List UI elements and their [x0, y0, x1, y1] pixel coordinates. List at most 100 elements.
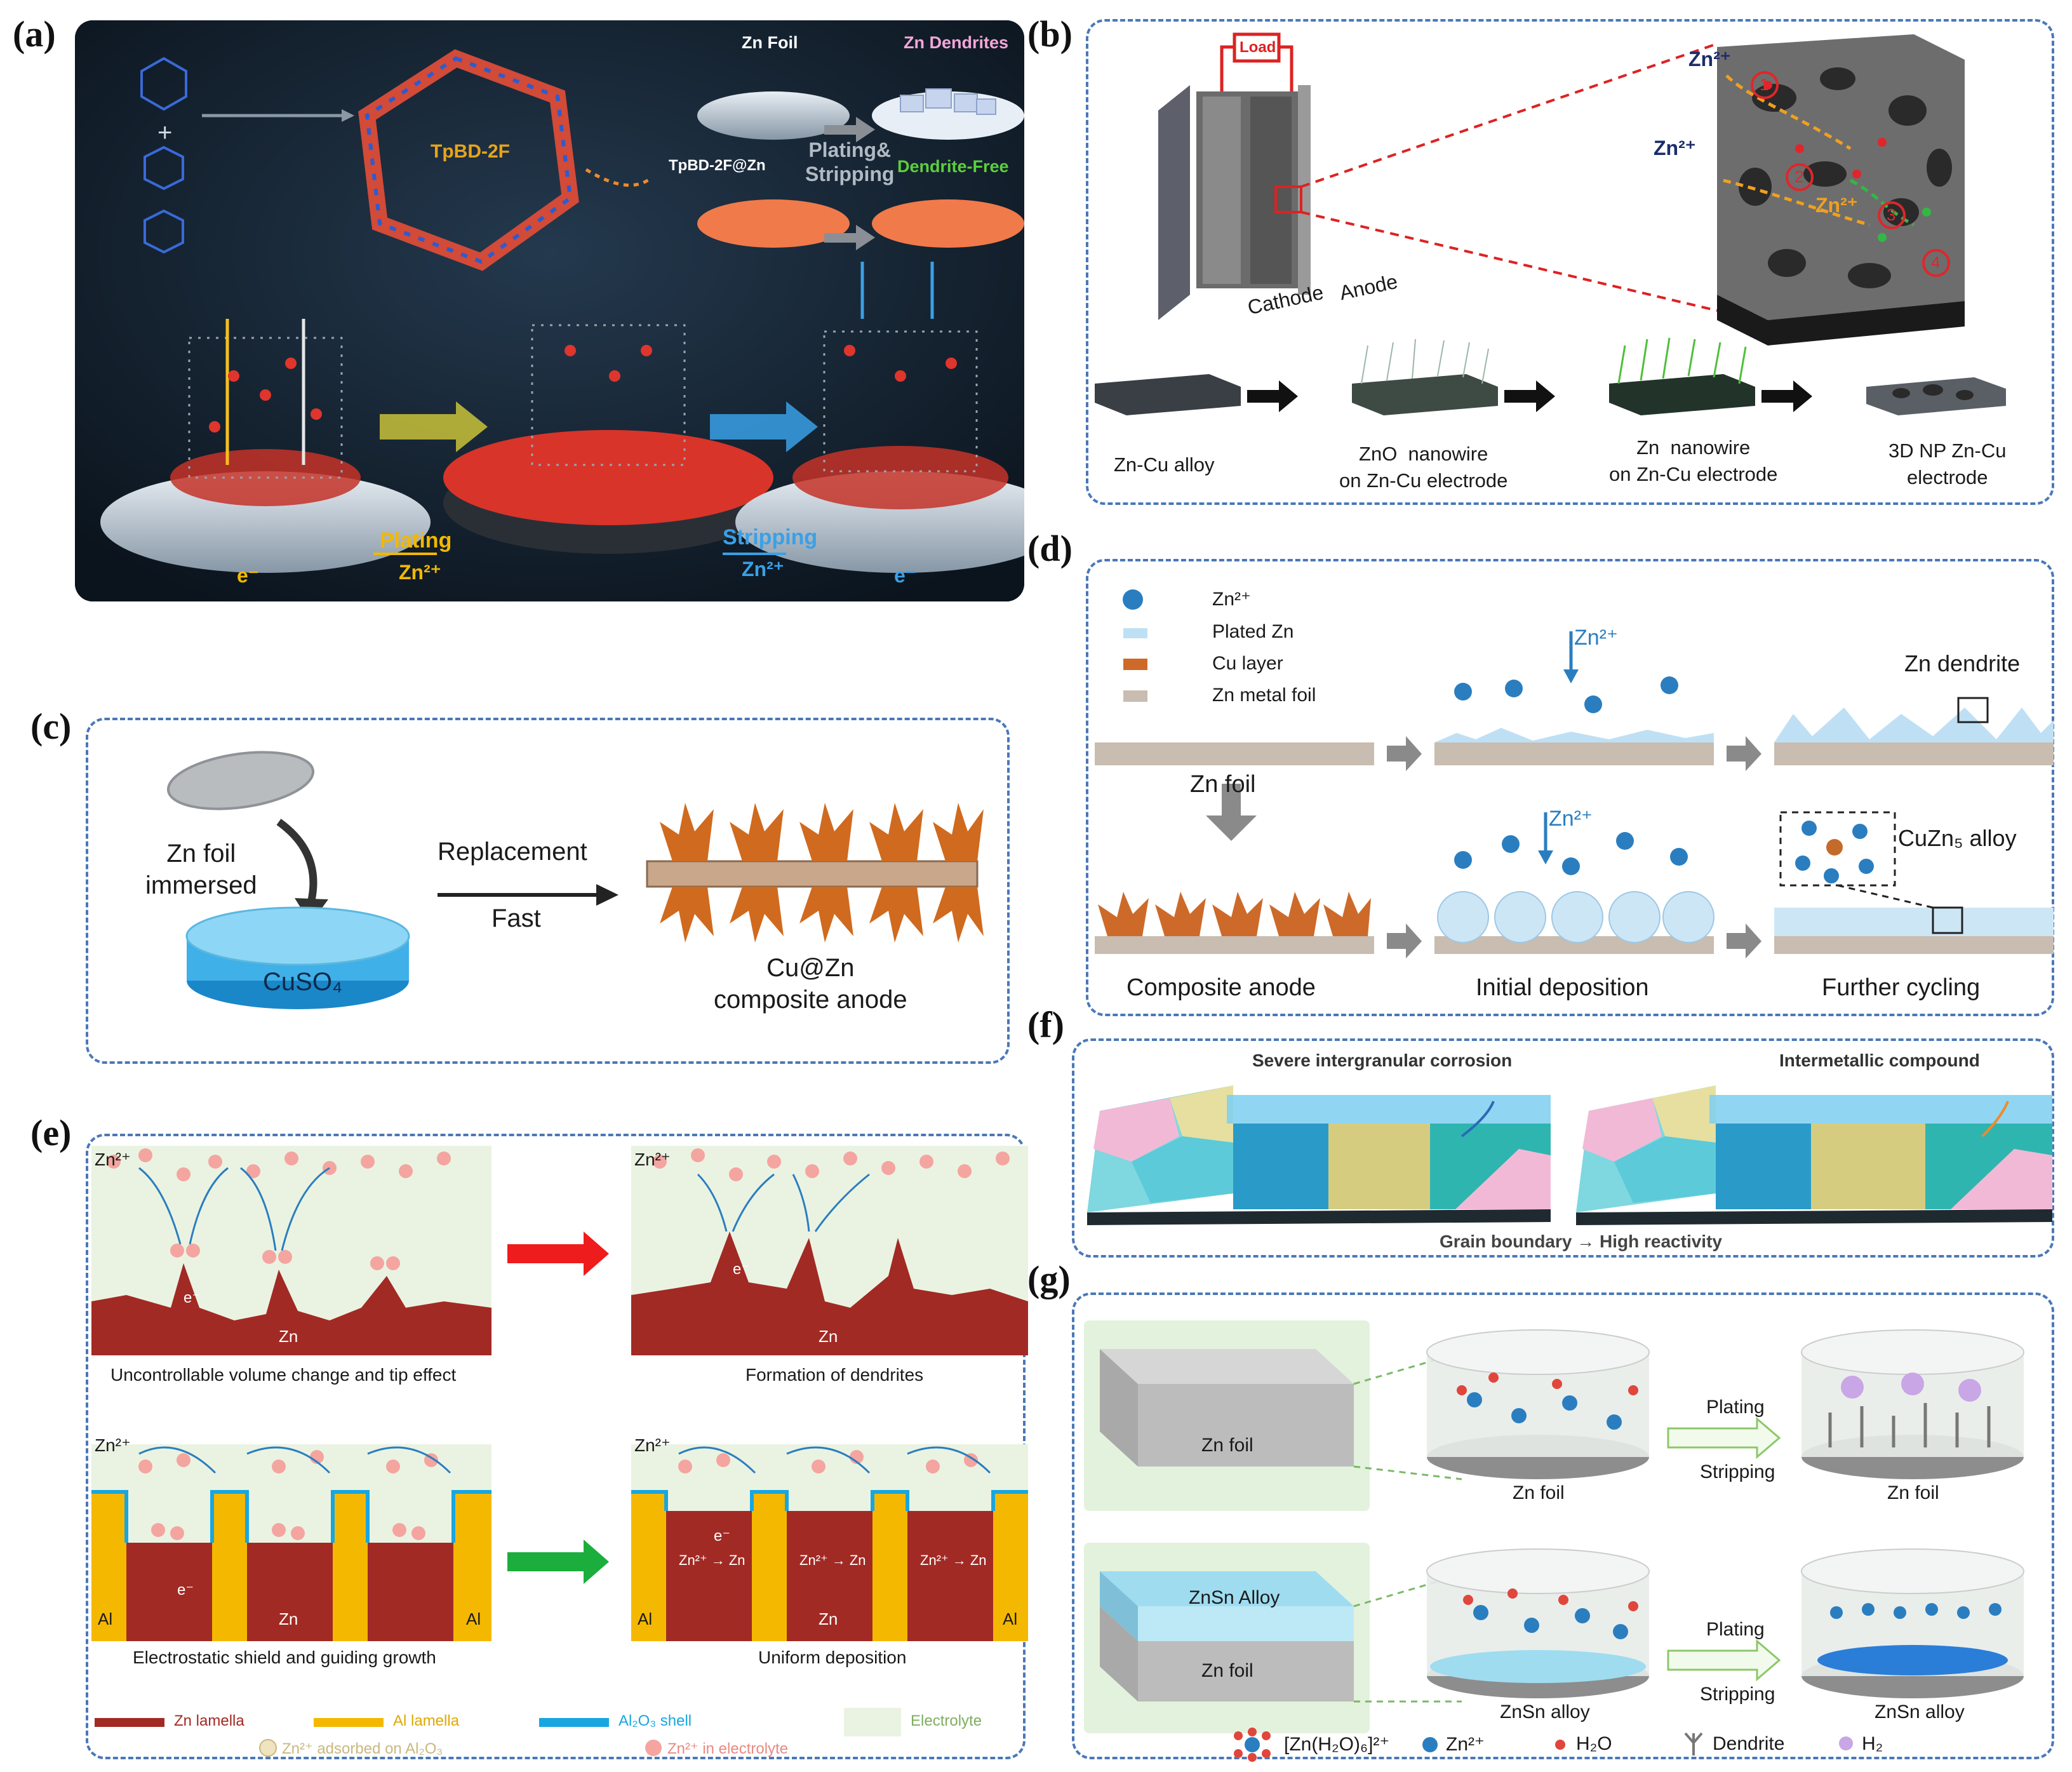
flow-label-3: Zn nanowire on Zn-Cu electrode	[1609, 436, 1778, 485]
legend-zn-ion-label: Zn²⁺	[1446, 1734, 1485, 1755]
anode-plate	[1298, 85, 1311, 295]
legend-al2o3-icon	[539, 1718, 609, 1727]
arrow-plating	[380, 401, 488, 452]
fast-label: Fast	[491, 904, 541, 932]
znsn-alloy-block-label: ZnSn Alloy	[1189, 1587, 1280, 1608]
panel-d: Zn²⁺ Plated Zn Cu layer Zn metal foil Zn…	[1086, 559, 2054, 1016]
electron-left-label: e⁻	[237, 564, 259, 587]
migration-label-1: Zn²⁺ → Zn	[679, 1552, 745, 1568]
plating-ion-label: Zn²⁺	[399, 561, 441, 584]
panel-a-label: (a)	[13, 13, 56, 55]
zn-ion-1-label: Zn²⁺	[1688, 48, 1731, 70]
panel-d-label: (d)	[1027, 528, 1073, 569]
foil-label: Zn foil immersed	[145, 840, 257, 899]
product-label: Cu@Zn composite anode	[714, 954, 907, 1014]
panel-f: Severe intergranular corrosion Intermeta…	[1072, 1038, 2054, 1258]
load-label: Load	[1240, 39, 1276, 56]
arrow-top	[824, 117, 875, 142]
zn-foil-caption-left: Zn foil	[1513, 1482, 1565, 1503]
znsn-caption-right: ZnSn alloy	[1875, 1702, 1965, 1722]
migration-label-3: Zn²⁺ → Zn	[920, 1552, 987, 1568]
panel-c-art	[166, 751, 984, 1009]
grain-block-left	[1087, 1085, 1551, 1225]
legend-electrolyte-ion-icon	[645, 1740, 662, 1756]
zoom-square-bottom	[1932, 906, 1963, 934]
ion-label-2: Zn²⁺	[634, 1150, 671, 1169]
column-right	[735, 262, 1024, 573]
al-label-3: Al	[638, 1609, 653, 1628]
legend-hydrated-icon	[1234, 1728, 1271, 1762]
legend-foil-label: Zn metal foil	[1212, 685, 1316, 706]
diamine-molecule	[144, 145, 184, 254]
stage-2-label: Initial deposition	[1476, 974, 1649, 1001]
legend-water-icon	[1555, 1740, 1565, 1750]
flow-block-3	[1609, 374, 1755, 415]
dendrite-free-disk	[872, 199, 1024, 248]
left-caption: Severe intergranular corrosion	[1252, 1050, 1513, 1070]
legend-cu-label: Cu layer	[1212, 653, 1283, 674]
stage-3-label: Further cycling	[1822, 974, 1981, 1001]
flow-arrow-2	[1504, 380, 1555, 412]
step-3-label: 3	[1887, 205, 1896, 224]
stripping-label-2: Stripping	[1700, 1684, 1775, 1705]
cuso4-label: CuSO₄	[263, 968, 343, 996]
panel-g: Zn foil ZnSn Alloy Zn foil Plating Strip…	[1072, 1292, 2054, 1762]
flow-arrow-1	[1247, 380, 1298, 412]
legend-electrolyte-label: Electrolyte	[911, 1712, 982, 1729]
right-caption: Intermetallic compound	[1779, 1050, 1980, 1070]
stripping-label-1: Stripping	[1700, 1461, 1775, 1482]
caption-3: Electrostatic shield and guiding growth	[133, 1648, 436, 1667]
zn-dendrite-label: Zn dendrite	[1904, 650, 2021, 676]
stripping-label: Stripping	[723, 525, 818, 549]
zn-label-3: Zn	[279, 1609, 298, 1628]
green-arrow	[507, 1540, 609, 1584]
zn-ion-2-label: Zn²⁺	[1654, 137, 1696, 159]
flow-block-2	[1352, 374, 1498, 415]
electron-right-label: e⁻	[894, 564, 916, 587]
arrow-stripping	[710, 401, 818, 452]
legend-zn-lamella-label: Zn lamella	[174, 1712, 244, 1729]
electron-label-1: e⁻	[184, 1289, 201, 1306]
step-1-label: 1	[1760, 75, 1769, 94]
panel-c: Zn foil immersed CuSO₄ Replacement Fast …	[86, 718, 1010, 1064]
flow-label-1: Zn-Cu alloy	[1114, 453, 1215, 476]
arrow-bottom	[824, 225, 875, 250]
caption-1: Uncontrollable volume change and tip eff…	[110, 1365, 457, 1385]
legend-adsorbed-label: Zn²⁺ adsorbed on Al₂O₃	[282, 1740, 443, 1757]
panel-d-art	[1095, 589, 2054, 958]
ion-label-4: Zn²⁺	[634, 1435, 671, 1455]
legend-cu-icon	[1123, 659, 1147, 670]
arrow-zn	[1667, 1416, 1781, 1460]
aldehyde-molecule	[140, 57, 187, 111]
panel-f-label: (f)	[1027, 1004, 1064, 1045]
stage-1-label: Composite anode	[1126, 974, 1316, 1001]
stripping-ion-label: Zn²⁺	[742, 558, 784, 581]
legend-electrolyte-icon	[844, 1708, 901, 1736]
replacement-label: Replacement	[438, 838, 587, 866]
top-ion-label: Zn²⁺	[1574, 626, 1618, 650]
panel-f-art	[1087, 1085, 2052, 1225]
zn-ion-3-label: Zn²⁺	[1815, 194, 1858, 217]
step-2-label: 2	[1795, 167, 1804, 186]
legend-h2-icon	[1839, 1736, 1853, 1750]
legend-adsorbed-icon	[259, 1739, 277, 1757]
panel-g-art	[1084, 1320, 2024, 1762]
composite-dendrites	[1098, 892, 1371, 936]
zn-foil-disk	[697, 91, 850, 140]
zn-label-1: Zn	[279, 1327, 298, 1346]
plating-label-1: Plating	[1706, 1397, 1765, 1418]
legend-zn-ion-icon	[1422, 1737, 1438, 1752]
flow-label-4: 3D NP Zn-Cu electrode	[1888, 440, 2007, 488]
al-label-2: Al	[466, 1609, 481, 1628]
zn-foil-lower-label: Zn foil	[1201, 1660, 1253, 1681]
plating-label-2: Plating	[1706, 1619, 1765, 1640]
load-box	[1233, 32, 1281, 63]
legend-water-label: H₂O	[1576, 1733, 1612, 1754]
porous-cube	[1717, 34, 1965, 346]
ion-label-3: Zn²⁺	[95, 1435, 131, 1455]
migration-label-2: Zn²⁺ → Zn	[799, 1552, 866, 1568]
panel-b-label: (b)	[1027, 13, 1073, 55]
zoom-box	[1274, 185, 1302, 213]
flow-block-4	[1866, 377, 2006, 415]
legend-h2-label: H₂	[1862, 1733, 1883, 1754]
